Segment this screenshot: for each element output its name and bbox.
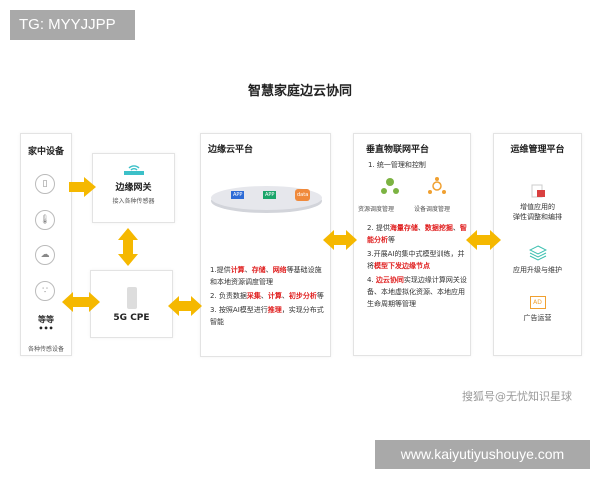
highlight-text: 模型下发边缘节点	[374, 262, 430, 270]
home-title: 家中设备	[27, 147, 64, 157]
bullet-text: 、	[265, 266, 273, 274]
bullet-text: 、	[244, 266, 252, 274]
bullet-text: 2. 负责数据	[210, 292, 247, 300]
cloud-platform-disc: APP APP data	[211, 186, 322, 210]
arrow-home-to-gateway	[69, 177, 96, 197]
highlight-text: 海量存储	[389, 224, 418, 232]
socket-icon: ∵	[35, 281, 55, 301]
bullet-text: 、	[260, 292, 268, 300]
arrow-home-cpe	[62, 292, 100, 312]
bullet-item: 3. 按照AI模型进行推理，实现分布式智能	[210, 304, 326, 328]
layers-icon	[528, 245, 547, 261]
router-icon	[123, 165, 144, 175]
bullet-text: 等	[316, 292, 324, 300]
bullet-item: 3.开展AI的集中式模型训练，并将模型下发边缘节点	[367, 248, 467, 272]
cpe-title: 5G CPE	[113, 313, 150, 323]
home-more: 等等	[38, 315, 54, 324]
iot-title: 垂直物联网平台	[366, 145, 430, 155]
ops-item-ads: AD 广告运营	[494, 296, 581, 323]
ops-title: 运维管理平台	[510, 145, 565, 155]
door-sensor-icon: ▯	[35, 174, 55, 194]
highlight-text: 推理	[267, 306, 282, 314]
ops-item-upgrade: 应用升级与维护	[494, 245, 581, 275]
highlight-text: 边云协同	[375, 276, 404, 284]
smoke-detector-icon: ☁	[35, 245, 55, 265]
highlight-text: 数据挖掘	[424, 224, 453, 232]
arrow-cloud-iot	[323, 230, 357, 250]
icon-label-device: 设备调度管理	[414, 206, 451, 213]
ops-platform-panel: 运维管理平台 增值应用的 弹性调整和编排 应用升级与维护 AD 广告运营	[493, 133, 582, 356]
bullet-text: 实现边缘计算网关设备、本地虚拟化资源、本地应用生命周期等管理	[367, 276, 467, 308]
bullet-text: 、	[417, 224, 425, 232]
highlight-text: 计算	[267, 292, 282, 300]
highlight-text: 初步分析	[288, 292, 317, 300]
highlight-text: 存储	[251, 266, 266, 274]
bullet-text: 、	[452, 224, 460, 232]
bullet-text: 等基础设施和本地资源调度管理	[210, 266, 322, 286]
home-devices-panel: 家中设备 ▯ 🌡 ☁ ∵ 等等 ••• 各种传感设备	[20, 133, 72, 356]
bullet-item: 1.提供计算、存储、网络等基础设施和本地资源调度管理	[210, 264, 326, 288]
device-scheduling-icon	[428, 177, 446, 194]
highlight-text: 网络	[272, 266, 287, 274]
resource-scheduling-icon	[381, 178, 399, 194]
ad-icon: AD	[529, 296, 546, 309]
highlight-text: 智能分析	[367, 224, 467, 244]
bullet-text: 3. 按照AI模型进行	[210, 306, 268, 314]
app-icon-blue: APP	[231, 191, 245, 199]
source-credit: 搜狐号@无忧知识星球	[462, 390, 572, 403]
bullet-item: 2. 负责数据采集、计算、初步分析等	[210, 290, 326, 302]
app-icon-green: APP	[263, 191, 277, 199]
gateway-title: 边缘网关	[115, 183, 152, 193]
watermark-top: TG: MYYJJPP	[10, 10, 135, 40]
cpe-device-icon	[126, 287, 137, 309]
edge-cloud-title: 边缘云平台	[208, 145, 254, 155]
home-dots: •••	[38, 324, 54, 333]
bullet-text: 、	[281, 292, 289, 300]
edge-cloud-panel: 边缘云平台 APP APP data 1.提供计算、存储、网络等基础设施和本地资…	[200, 133, 331, 357]
icon-label-resource: 资源调度管理	[358, 206, 395, 213]
ops-item-elastic: 增值应用的 弹性调整和编排	[494, 182, 581, 222]
highlight-text: 计算	[230, 266, 245, 274]
arrow-gateway-cpe	[118, 228, 138, 266]
bullet-item: 2. 提供海量存储、数据挖掘、智能分析等	[367, 222, 467, 246]
data-icon: data	[295, 189, 311, 201]
arrow-iot-ops	[466, 230, 501, 250]
gateway-subtitle: 接入各种传感器	[112, 198, 155, 205]
page-title: 智慧家庭边云协同	[247, 84, 352, 99]
bullet-text: 2. 提供	[367, 224, 390, 232]
bullet-text: 等	[388, 236, 395, 244]
highlight-text: 采集	[246, 292, 261, 300]
bullet-text: 1.提供	[210, 266, 231, 274]
bag-icon	[531, 184, 545, 198]
iot-item-1: 1. 统一管理和控制	[368, 161, 426, 169]
bullet-text: 3.开展AI的集中式模型训练，并将	[367, 250, 465, 270]
bullet-item: 4. 边云协同实现边缘计算网关设备、本地虚拟化资源、本地应用生命周期等管理	[367, 274, 467, 310]
thermometer-icon: 🌡	[35, 210, 55, 230]
home-caption: 各种传感设备	[27, 346, 64, 353]
watermark-bottom: www.kaiyutiyushouye.com	[375, 440, 590, 469]
arrow-cpe-cloud	[168, 296, 202, 316]
bullet-text: 4.	[367, 276, 376, 284]
bullet-text: ，实现分布式智能	[210, 306, 324, 326]
iot-platform-panel: 垂直物联网平台 1. 统一管理和控制 资源调度管理 设备调度管理 2. 提供海量…	[353, 133, 471, 356]
